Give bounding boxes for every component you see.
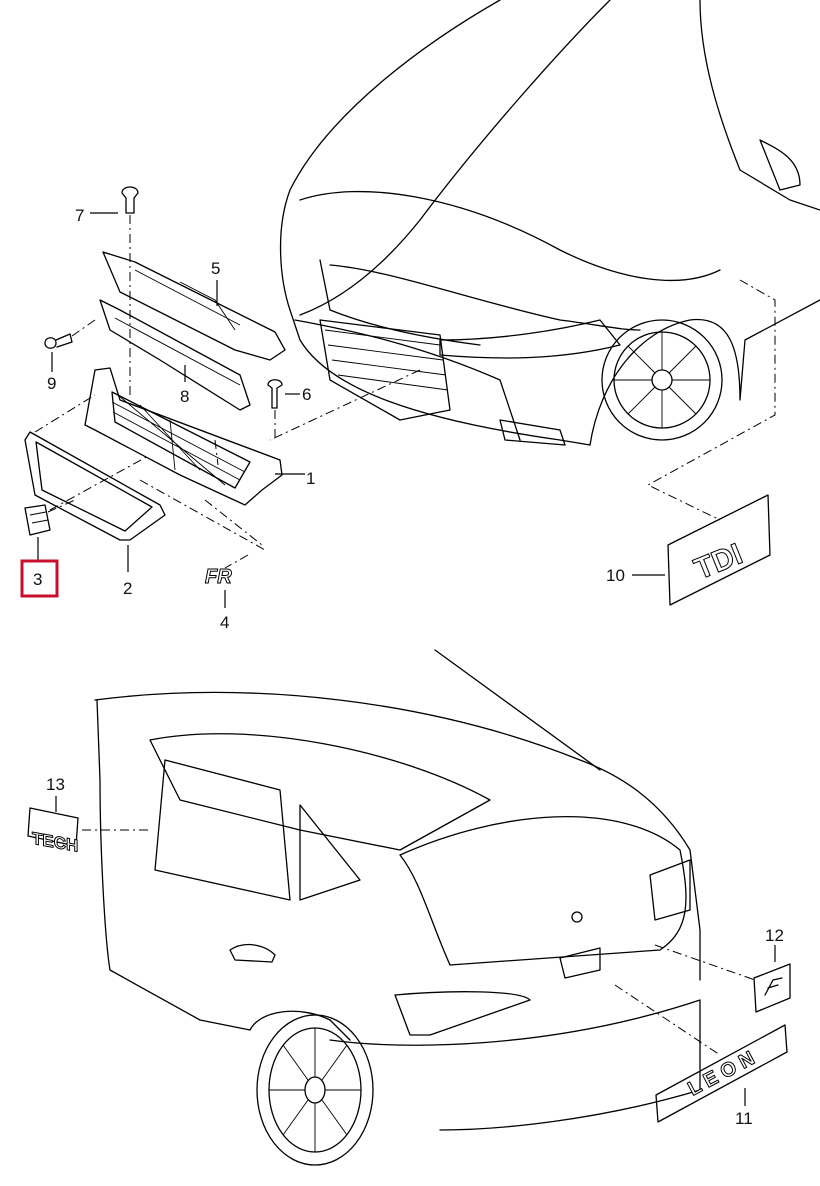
part-number-10[interactable]: 10	[606, 566, 625, 585]
part-number-8[interactable]: 8	[180, 387, 189, 406]
leader-lines	[37, 212, 776, 1106]
fr-emblem-drawing	[753, 963, 791, 1013]
tdi-badge: TDI	[690, 538, 747, 587]
leon-badge-drawing: L E O N	[655, 1024, 788, 1123]
part-number-1[interactable]: 1	[306, 469, 315, 488]
part-number-12[interactable]: 12	[765, 926, 784, 945]
part-number-2[interactable]: 2	[123, 579, 132, 598]
highlight-box	[20, 559, 59, 598]
front-car-drawing	[269, 0, 820, 521]
part-number-3[interactable]: 3	[33, 570, 42, 589]
rear-car-drawing	[82, 649, 756, 1166]
part-number-4[interactable]: 4	[220, 613, 229, 632]
part-number-11[interactable]: 11	[735, 1109, 753, 1128]
tdi-badge-drawing: TDI	[667, 494, 771, 606]
part-number-6[interactable]: 6	[302, 385, 311, 404]
part-number-7[interactable]: 7	[75, 206, 84, 225]
part-number-5[interactable]: 5	[211, 259, 220, 278]
part-numbers: 1 2 3 4 5 6 7 8 9 10 11 12 13	[33, 206, 784, 1128]
fr-badge: FR	[205, 566, 232, 588]
part-number-9[interactable]: 9	[47, 374, 56, 393]
part-number-13[interactable]: 13	[46, 775, 65, 794]
tech-badge: TECH	[32, 828, 78, 856]
grille-assembly-drawing: FR	[24, 186, 286, 589]
tech-badge-drawing: TECH	[27, 807, 79, 856]
